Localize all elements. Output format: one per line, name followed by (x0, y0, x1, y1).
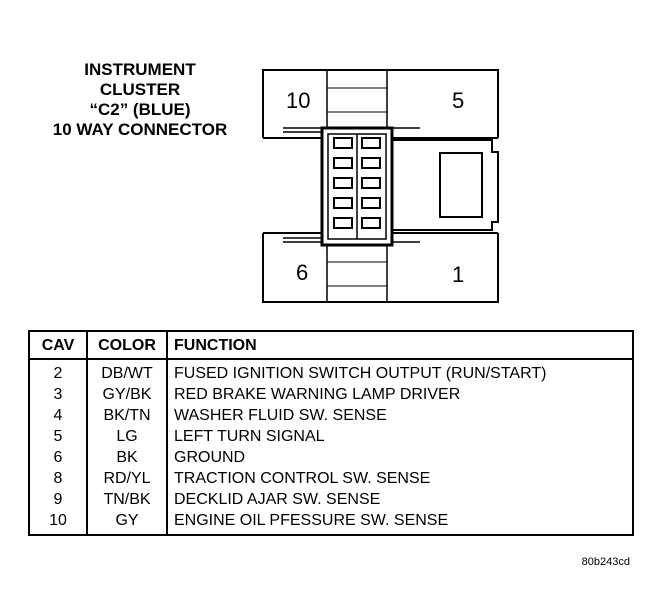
cavity-slot (361, 217, 381, 229)
pin-label-10: 10 (286, 88, 311, 113)
locking-latch (392, 139, 499, 231)
cell-color: LG (86, 426, 168, 447)
figure-code: 80b243cd (581, 556, 630, 568)
connector-drawing (262, 69, 499, 303)
header-color: COLOR (86, 330, 168, 360)
cavity-slot (361, 197, 381, 209)
pin-label-1: 1 (452, 262, 465, 287)
cell-color: TN/BK (86, 489, 168, 510)
cavity-slot (361, 137, 381, 149)
cell-function: TRACTION CONTROL SW. SENSE (166, 468, 634, 489)
cavity-slot (333, 197, 353, 209)
cavity-slot (333, 137, 353, 149)
terminal-block (320, 126, 394, 247)
cell-color: BK/TN (86, 405, 168, 426)
cell-function: RED BRAKE WARNING LAMP DRIVER (166, 384, 634, 405)
cavity-slot (361, 177, 381, 189)
cell-cav: 10 (28, 510, 88, 536)
header-function: FUNCTION (166, 330, 634, 360)
latch-window (439, 152, 483, 218)
cell-function: FUSED IGNITION SWITCH OUTPUT (RUN/START) (166, 359, 634, 384)
cell-function: WASHER FLUID SW. SENSE (166, 405, 634, 426)
cell-function: LEFT TURN SIGNAL (166, 426, 634, 447)
header-cav: CAV (28, 330, 88, 360)
cell-color: DB/WT (86, 359, 168, 384)
cell-function: ENGINE OIL PFESSURE SW. SENSE (166, 510, 634, 536)
cell-cav: 5 (28, 426, 88, 447)
cell-cav: 9 (28, 489, 88, 510)
title-line-4: 10 WAY CONNECTOR (52, 120, 228, 139)
cell-color: GY/BK (86, 384, 168, 405)
cavity-slot (333, 177, 353, 189)
pin-label-5: 5 (452, 88, 465, 113)
cell-color: BK (86, 447, 168, 468)
cell-cav: 2 (28, 359, 88, 384)
cell-cav: 8 (28, 468, 88, 489)
cavity-slot (333, 217, 353, 229)
cavity-slot (333, 157, 353, 169)
pin-label-6: 6 (296, 260, 309, 285)
housing-top-outline (262, 69, 499, 138)
cell-function: DECKLID AJAR SW. SENSE (166, 489, 634, 510)
title-line-2: CLUSTER (99, 80, 181, 99)
title-line-3: “C2” (BLUE) (89, 100, 191, 119)
cell-cav: 3 (28, 384, 88, 405)
cell-function: GROUND (166, 447, 634, 468)
cell-color: GY (86, 510, 168, 536)
cell-cav: 4 (28, 405, 88, 426)
housing-bottom-outline (262, 233, 499, 303)
table-header-row: CAV COLOR FUNCTION (28, 330, 634, 360)
title-line-1: INSTRUMENT (84, 60, 196, 79)
cell-color: RD/YL (86, 468, 168, 489)
cell-cav: 6 (28, 447, 88, 468)
connector-title: INSTRUMENT CLUSTER “C2” (BLUE) 10 WAY CO… (30, 60, 250, 140)
cavity-slots (333, 137, 381, 229)
cavity-slot (361, 157, 381, 169)
